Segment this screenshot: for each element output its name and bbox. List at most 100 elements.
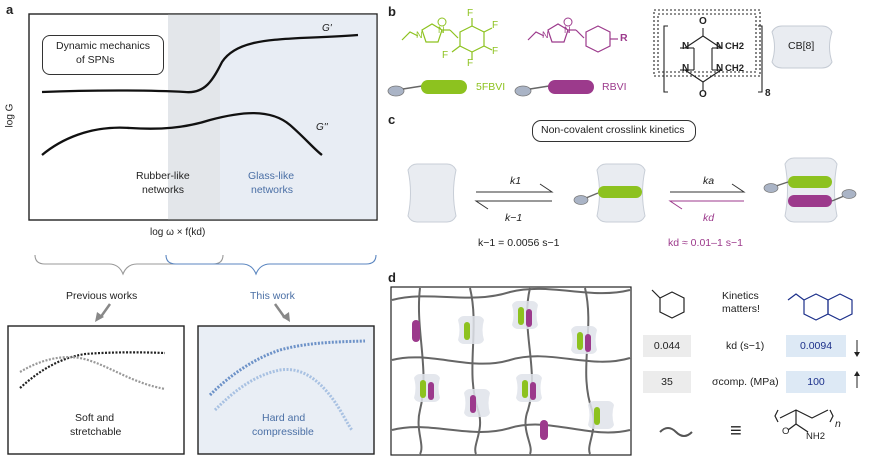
panel-b-letter: b <box>388 4 396 19</box>
equiv-symbol: ≡ <box>730 420 742 442</box>
rbvi-n1: N <box>542 30 549 40</box>
rbvi-n2: N <box>564 25 571 35</box>
repeat-n: n <box>835 418 841 430</box>
g-double-prime-label: G'' <box>316 122 328 133</box>
glass-label-1: Glass-like <box>248 170 295 182</box>
sigma-row-label: σcomp. (MPa) <box>712 376 779 388</box>
cb8-n4: N <box>716 63 724 74</box>
hard-label-1: Hard and <box>262 412 306 424</box>
sigma-left-value: 35 <box>661 376 673 388</box>
cb8-n3: N <box>716 41 724 52</box>
g-prime-curve <box>41 33 359 94</box>
kd-right-box <box>786 335 846 357</box>
hard-curve-1 <box>208 339 366 397</box>
cb8-n1: N <box>682 41 690 52</box>
hard-label-2: compressible <box>252 426 314 438</box>
this-work-label: This work <box>250 290 295 302</box>
kd-left-value: 0.044 <box>653 340 681 352</box>
k-minus1-label: k−1 <box>505 212 523 224</box>
brace-previous <box>34 254 224 276</box>
naphthyl-structure <box>787 293 853 321</box>
kd-right-value: 0.0094 <box>799 340 833 352</box>
soft-curve-2 <box>19 356 166 391</box>
arrow-ka <box>670 183 746 193</box>
amide-o: O <box>782 426 790 437</box>
fluorine-5: F <box>442 50 449 61</box>
soft-label-2: stretchable <box>70 426 122 438</box>
ternary-green-guest <box>788 176 832 188</box>
ternary-purple-guest <box>788 195 832 207</box>
fbvi-structure <box>401 18 493 60</box>
arrow-k-minus1 <box>474 200 552 210</box>
fbvi-n2: N <box>438 25 445 35</box>
fbvi-label: 5FBVI <box>476 81 506 93</box>
fbvi-head <box>387 85 405 97</box>
kinetics-title-box <box>532 120 696 142</box>
fluorine-4: F <box>467 58 474 69</box>
cb8-o-bottom: O <box>699 89 707 100</box>
cb8-structure <box>653 9 763 93</box>
rbvi-label: RBVI <box>602 81 627 93</box>
cb8-ch2-top: CH2 <box>725 41 745 52</box>
kinetics-matters-2: matters! <box>722 303 760 315</box>
arrow-this-work <box>273 303 287 319</box>
title-line2: of SPNs <box>76 54 115 66</box>
benzyl-structure <box>651 289 685 319</box>
glass-label-2: networks <box>251 184 294 196</box>
cb8-repeat: 8 <box>765 88 771 99</box>
soft-label-1: Soft and <box>75 412 115 424</box>
hard-curve-2 <box>213 367 354 432</box>
sigma-left-box <box>643 371 691 393</box>
g-double-prime-curve <box>41 111 323 156</box>
rbvi-head <box>514 85 532 97</box>
k1-label: k1 <box>510 175 522 187</box>
soft-box <box>7 325 185 455</box>
r-group-label: R <box>620 32 628 44</box>
network-frame <box>390 286 632 456</box>
rbvi-bar <box>548 80 594 94</box>
brace-this-work <box>165 254 377 276</box>
x-axis-label: log ω × f(kd) <box>150 227 206 238</box>
rate-left: k−1 = 0.0056 s−1 <box>478 237 560 249</box>
kd-row-label: kd (s−1) <box>726 340 765 352</box>
dynamic-mechanics-box <box>42 35 164 75</box>
kd-label: kd <box>703 212 715 224</box>
panel-c-letter: c <box>388 112 396 127</box>
rubber-label-1: Rubber-like <box>136 170 190 182</box>
rate-right: kd ≈ 0.01–1 s−1 <box>668 237 743 249</box>
cb8-o-top: O <box>699 16 707 27</box>
amide-nh2: NH2 <box>806 431 826 442</box>
crosslinks <box>412 301 614 440</box>
sigma-right-box <box>786 371 846 393</box>
panel-a-letter: a <box>6 2 14 17</box>
cb8-empty-icon <box>407 163 457 223</box>
cb8-ring-icon <box>771 25 833 69</box>
fluorine-3: F <box>492 46 499 57</box>
fbvi-bar <box>421 80 467 94</box>
ka-label: ka <box>703 175 715 187</box>
arrow-k1 <box>476 183 554 193</box>
kinetics-title: Non-covalent crosslink kinetics <box>541 124 685 136</box>
rubber-region <box>168 14 220 220</box>
kd-left-box <box>643 335 691 357</box>
polyacrylamide-structure <box>774 409 834 433</box>
rubber-label-2: networks <box>142 184 185 196</box>
previous-works-label: Previous works <box>66 290 138 302</box>
soft-curve-1 <box>19 351 166 389</box>
fluorine-1: F <box>467 8 474 19</box>
title-line1: Dynamic mechanics <box>56 40 150 52</box>
cb8-n2: N <box>682 63 690 74</box>
cb8-ch2-bottom: CH2 <box>725 63 745 74</box>
g-prime-label: G' <box>322 23 332 34</box>
kinetics-matters-1: Kinetics <box>722 290 759 302</box>
arrow-kd <box>668 200 744 210</box>
sigma-right-value: 100 <box>807 376 825 388</box>
cb8-label: CB[8] <box>788 40 815 52</box>
glass-region <box>220 14 377 220</box>
panel-d-letter: d <box>388 270 396 285</box>
fbvi-n1: N <box>416 30 423 40</box>
